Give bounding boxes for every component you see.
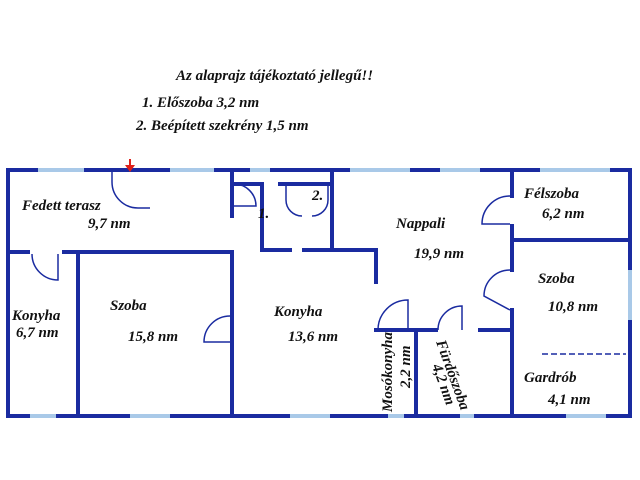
disclaimer-note: Az alaprajz tájékoztató jellegű!! (175, 68, 373, 84)
door-szoba-left (203, 315, 231, 343)
room-felszoba-area: 6,2 nm (542, 206, 585, 222)
room-konyha-center-area: 13,6 nm (288, 329, 338, 345)
room-nappali-name: Nappali (395, 216, 446, 232)
door-mosokonyha (377, 299, 409, 331)
window-nappali-2 (440, 168, 480, 172)
window-terrace (38, 168, 84, 172)
door-closet-left (285, 186, 303, 217)
window-terrace-2 (170, 168, 214, 172)
window-konyha-center (290, 414, 330, 418)
room-gardrob-area: 4,1 nm (547, 392, 591, 408)
room-szoba-right-area: 10,8 nm (548, 299, 598, 315)
room-mosokonyha-area: 2,2 nm (398, 345, 414, 389)
room-szoba-left-name: Szoba (110, 298, 147, 314)
marker-2: 2. (311, 188, 323, 204)
doors (31, 172, 511, 343)
note-szekreny: 2. Beépített szekrény 1,5 nm (135, 118, 309, 134)
window-eloszoba (250, 168, 270, 172)
room-nappali-area: 19,9 nm (414, 246, 464, 262)
room-felszoba-name: Félszoba (523, 186, 580, 202)
window-szoba-right (628, 270, 632, 320)
walls (6, 168, 632, 418)
window-konyha-left (30, 414, 56, 418)
window-gardrob (566, 414, 606, 418)
room-konyha-left-area: 6,7 nm (16, 325, 59, 341)
window-mosokonyha (388, 414, 404, 418)
note-eloszoba: 1. Előszoba 3,2 nm (142, 95, 259, 111)
room-konyha-center-name: Konyha (273, 304, 323, 320)
door-entrance (111, 172, 150, 209)
door-closet-right (311, 186, 329, 217)
door-eloszoba (233, 183, 257, 207)
door-furdo (437, 305, 463, 331)
door-szoba-right (483, 269, 511, 311)
room-gardrob-name: Gardrób (524, 370, 577, 386)
door-konyha-left (31, 253, 59, 281)
room-terasz-name: Fedett terasz (21, 198, 101, 214)
room-szoba-left-area: 15,8 nm (128, 329, 178, 345)
entrance-arrow-icon (125, 159, 135, 172)
window-felszoba (540, 168, 610, 172)
room-mosokonyha-name: Mosókonyha (380, 331, 396, 413)
window-furdo (460, 414, 474, 418)
window-nappali (350, 168, 410, 172)
window-szoba-left (130, 414, 170, 418)
marker-1: 1. (258, 206, 269, 222)
windows (30, 168, 632, 418)
room-konyha-left-name: Konyha (11, 308, 61, 324)
door-felszoba (481, 195, 511, 225)
room-terasz-area: 9,7 nm (88, 216, 131, 232)
room-szoba-right-name: Szoba (538, 271, 575, 287)
